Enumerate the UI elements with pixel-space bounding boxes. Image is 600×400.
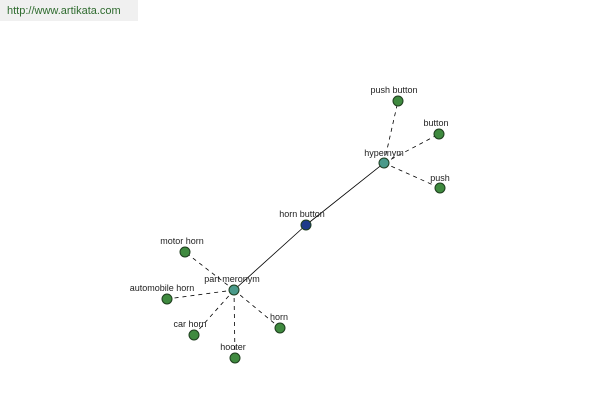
node-part-meronym[interactable] (228, 284, 240, 296)
edge-part-meronym-to-horn (233, 289, 281, 329)
edge-part-meronym-to-motor-horn (184, 251, 235, 291)
node-horn-button[interactable] (300, 219, 312, 231)
node-automobile-horn[interactable] (161, 293, 173, 305)
label-horn[interactable]: horn (270, 312, 288, 322)
node-hooter[interactable] (229, 352, 241, 364)
label-hooter[interactable]: hooter (220, 342, 246, 352)
label-push-button[interactable]: push button (370, 85, 417, 95)
label-push[interactable]: push (430, 173, 450, 183)
edges-layer (166, 100, 441, 359)
label-car-horn[interactable]: car horn (173, 319, 206, 329)
label-automobile-horn[interactable]: automobile horn (130, 283, 195, 293)
edge-part-meronym-to-car-horn (193, 289, 235, 336)
node-push-button[interactable] (392, 95, 404, 107)
node-button[interactable] (433, 128, 445, 140)
labels-layer: horn button hypernym part meronym push butt… (130, 85, 450, 352)
site-url-link[interactable]: http://www.artikata.com (7, 5, 121, 17)
url-banner: http://www.artikata.com (0, 0, 138, 21)
node-horn[interactable] (274, 322, 286, 334)
edge-hypernym-to-push-button (383, 100, 399, 164)
label-part-meronym[interactable]: part meronym (204, 274, 260, 284)
node-motor-horn[interactable] (179, 246, 191, 258)
edge-horn-button-to-part-meronym (233, 224, 307, 291)
node-push[interactable] (434, 182, 446, 194)
edge-hypernym-to-push (383, 162, 441, 189)
edge-part-meronym-to-hooter (233, 289, 236, 359)
edge-part-meronym-to-automobile-horn (166, 289, 235, 300)
label-horn-button[interactable]: horn button (279, 209, 325, 219)
edge-horn-button-to-hypernym (305, 162, 385, 226)
edge-hypernym-to-button (383, 133, 440, 164)
label-button[interactable]: button (423, 118, 448, 128)
label-motor-horn[interactable]: motor horn (160, 236, 204, 246)
nodes-layer (161, 95, 446, 364)
node-hypernym[interactable] (378, 157, 390, 169)
label-hypernym[interactable]: hypernym (364, 148, 404, 158)
node-car-horn[interactable] (188, 329, 200, 341)
